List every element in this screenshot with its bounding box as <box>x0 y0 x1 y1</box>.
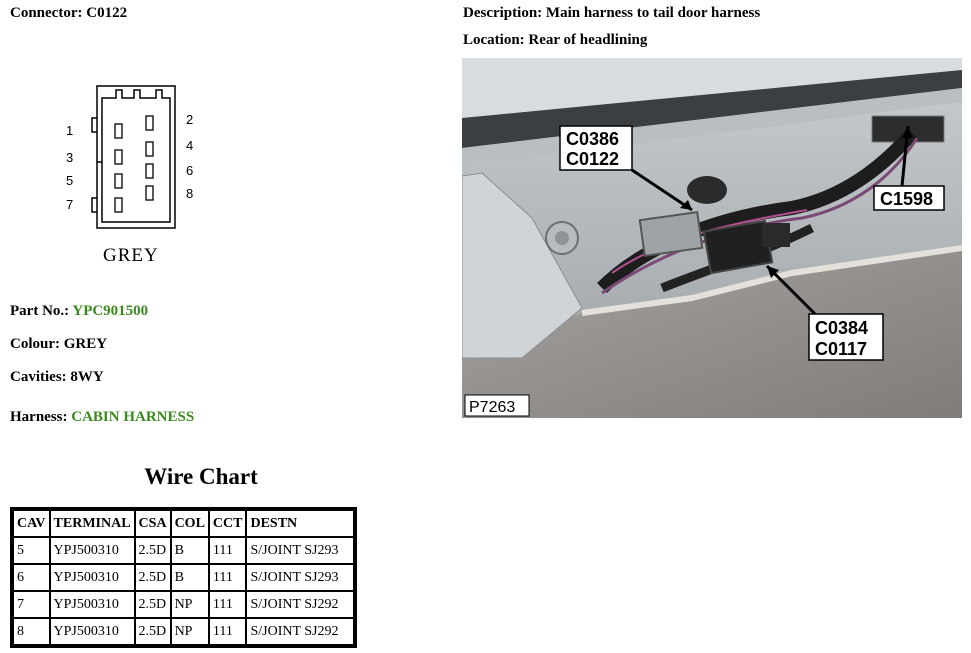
colour-line: Colour: GREY <box>10 336 107 353</box>
callout-c0386: C0386 <box>566 129 619 149</box>
connector-label: Connector: <box>10 5 83 21</box>
header-destn: DESTN <box>247 511 354 536</box>
header-cav: CAV <box>14 511 49 536</box>
callout-c1598: C1598 <box>880 189 933 209</box>
cell-terminal: YPJ500310 <box>50 592 134 617</box>
location-value: Rear of headlining <box>528 32 648 48</box>
colour-value: GREY <box>63 336 108 352</box>
cell-col: B <box>171 538 208 563</box>
description-line: Description: Main harness to tail door h… <box>463 5 760 22</box>
cell-destn: S/JOINT SJ292 <box>247 592 354 617</box>
cavities-value: 8WY <box>70 369 104 385</box>
cell-col: B <box>171 565 208 590</box>
cell-cav: 6 <box>14 565 49 590</box>
cell-cct: 111 <box>209 619 246 644</box>
pin-label-6: 6 <box>186 163 194 178</box>
cell-csa: 2.5D <box>135 592 170 617</box>
part-no-label: Part No.: <box>10 303 70 319</box>
cell-cct: 111 <box>209 592 246 617</box>
wire-chart-title: Wire Chart <box>144 464 258 489</box>
table-row: 8 YPJ500310 2.5D NP 111 S/JOINT SJ292 <box>14 619 354 644</box>
pin-label-4: 4 <box>186 138 194 153</box>
cell-csa: 2.5D <box>135 619 170 644</box>
header-csa: CSA <box>135 511 170 536</box>
pin-label-7: 7 <box>66 197 74 212</box>
callout-c0122: C0122 <box>566 149 619 169</box>
pin-label-5: 5 <box>66 173 74 188</box>
cell-col: NP <box>171 592 208 617</box>
cell-cav: 7 <box>14 592 49 617</box>
cell-terminal: YPJ500310 <box>50 619 134 644</box>
part-no-link[interactable]: YPC901500 <box>72 303 149 319</box>
cell-destn: S/JOINT SJ293 <box>247 538 354 563</box>
part-no-line: Part No.: YPC901500 <box>10 303 148 320</box>
table-row: 5 YPJ500310 2.5D B 111 S/JOINT SJ293 <box>14 538 354 563</box>
cavities-label: Cavities: <box>10 369 67 385</box>
pin-label-1: 1 <box>66 123 74 138</box>
pin-label-3: 3 <box>66 150 74 165</box>
cell-cct: 111 <box>209 565 246 590</box>
connector-line: Connector: C0122 <box>10 5 127 22</box>
location-photo-illustration: C0386 C0122 C1598 C0384 C0117 P7263 <box>462 58 962 418</box>
wire-chart-table: CAV TERMINAL CSA COL CCT DESTN 5 YPJ5003… <box>10 507 358 648</box>
harness-label: Harness: <box>10 409 68 425</box>
description-value: Main harness to tail door harness <box>545 5 761 21</box>
cell-cct: 111 <box>209 538 246 563</box>
callout-c0384: C0384 <box>815 318 868 338</box>
cell-cav: 8 <box>14 619 49 644</box>
harness-line: Harness: CABIN HARNESS <box>10 409 194 426</box>
connector-value: C0122 <box>86 5 128 21</box>
photo-ref: P7263 <box>469 399 515 416</box>
header-col: COL <box>171 511 208 536</box>
table-row: 6 YPJ500310 2.5D B 111 S/JOINT SJ293 <box>14 565 354 590</box>
cell-terminal: YPJ500310 <box>50 565 134 590</box>
location-label: Location: <box>463 32 525 48</box>
header-cct: CCT <box>209 511 246 536</box>
cell-destn: S/JOINT SJ292 <box>247 619 354 644</box>
pin-label-2: 2 <box>186 112 194 127</box>
description-label: Description: <box>463 5 543 21</box>
location-photo: C0386 C0122 C1598 C0384 C0117 P7263 <box>462 58 962 418</box>
pin-label-8: 8 <box>186 186 194 201</box>
cell-col: NP <box>171 619 208 644</box>
cell-destn: S/JOINT SJ293 <box>247 565 354 590</box>
cell-cav: 5 <box>14 538 49 563</box>
colour-label: Colour: <box>10 336 60 352</box>
callout-c0117: C0117 <box>815 339 867 359</box>
cell-terminal: YPJ500310 <box>50 538 134 563</box>
connector-colour-label: GREY <box>103 245 159 266</box>
table-row: 7 YPJ500310 2.5D NP 111 S/JOINT SJ292 <box>14 592 354 617</box>
connector-face-diagram <box>91 85 176 229</box>
cell-csa: 2.5D <box>135 538 170 563</box>
table-header-row: CAV TERMINAL CSA COL CCT DESTN <box>14 511 354 536</box>
header-terminal: TERMINAL <box>50 511 134 536</box>
location-line: Location: Rear of headlining <box>463 32 647 49</box>
cavities-line: Cavities: 8WY <box>10 369 104 386</box>
cell-csa: 2.5D <box>135 565 170 590</box>
harness-link[interactable]: CABIN HARNESS <box>71 409 195 425</box>
